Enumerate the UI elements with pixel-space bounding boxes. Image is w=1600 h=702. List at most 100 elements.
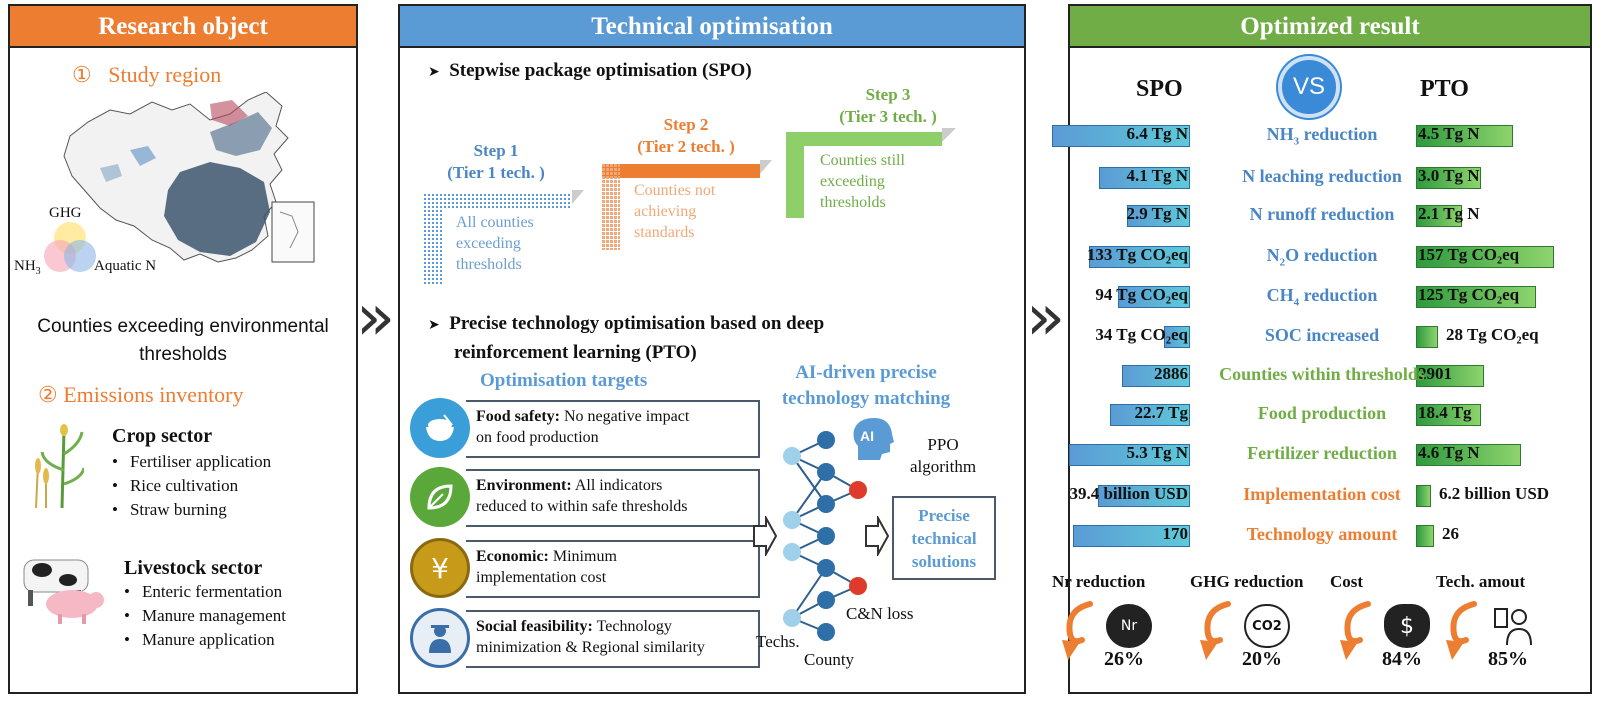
step-number: ① bbox=[72, 62, 92, 87]
target-bold: Economic: bbox=[476, 548, 549, 565]
summary-label: GHG reduction bbox=[1190, 572, 1304, 591]
step3-desc-line: exceeding bbox=[820, 173, 885, 190]
down-arrow-icon bbox=[1446, 601, 1477, 660]
row-label-text: N runoff reduction bbox=[1249, 204, 1395, 224]
row-label-text: SOC increased bbox=[1264, 325, 1380, 345]
pto-bar bbox=[1416, 365, 1484, 387]
arrow-right-icon bbox=[865, 516, 890, 556]
pto-value: 18.4 Tg bbox=[1418, 403, 1472, 422]
pto-value: 157 Tg CO₂eq bbox=[1418, 245, 1520, 264]
pto-value: 28 Tg CO₂eq bbox=[1446, 325, 1539, 344]
summary-label: Cost bbox=[1330, 572, 1364, 591]
pto-bar bbox=[1416, 205, 1462, 227]
target-text: Minimum bbox=[548, 548, 617, 565]
emissions-title: Emissions inventory bbox=[63, 382, 244, 407]
venn-aquatic-label: Aquatic N bbox=[94, 258, 157, 274]
row-label-text: Implementation cost bbox=[1243, 484, 1401, 504]
ppo-line1: PPO bbox=[927, 435, 959, 454]
spo-bar bbox=[1073, 525, 1190, 547]
row-label-text: Fertilizer reduction bbox=[1247, 443, 1397, 463]
spo-value: 2.9 Tg N bbox=[1126, 204, 1188, 223]
emissions-heading: ② Emissions inventory bbox=[38, 382, 244, 408]
livestock-icon bbox=[23, 559, 104, 624]
row-label: Food production bbox=[1196, 403, 1448, 424]
ai-badge: AI bbox=[860, 428, 874, 444]
livestock-item: Enteric fermentation bbox=[124, 580, 286, 604]
pto-bar bbox=[1416, 485, 1431, 507]
spo-bar bbox=[1069, 444, 1190, 466]
pto-bar bbox=[1416, 404, 1481, 426]
spo-value: 4.1 Tg N bbox=[1126, 166, 1188, 185]
target-text: No negative impact bbox=[559, 408, 690, 425]
ai-title-line1: AI-driven precise bbox=[795, 362, 937, 383]
arrow-right-icon bbox=[753, 516, 778, 556]
ppo-label: PPO algorithm bbox=[898, 434, 988, 478]
step1-title: Step 1 bbox=[473, 141, 519, 160]
pto-value: 4.5 Tg N bbox=[1418, 124, 1480, 143]
flow-chevron-2: » bbox=[1026, 281, 1066, 355]
spo-bar bbox=[1127, 205, 1190, 227]
target-text: minimization & Regional similarity bbox=[476, 639, 705, 656]
counties-exceeding-text: Counties exceeding environmental thresho… bbox=[10, 313, 356, 369]
step3-tier: (Tier 3 tech. ) bbox=[839, 107, 937, 126]
pto-bar bbox=[1416, 326, 1438, 348]
step3-desc-line: Counties still bbox=[820, 152, 905, 169]
crop-sector-list: Fertiliser application Rice cultivation … bbox=[112, 450, 271, 522]
research-object-header: Research object bbox=[10, 6, 356, 48]
step3-title: Step 3 bbox=[865, 85, 911, 104]
spo-bar bbox=[1110, 404, 1190, 426]
row-label-sub: 3 bbox=[1293, 135, 1300, 148]
spo-title: Stepwise package optimisation (SPO) bbox=[449, 60, 752, 81]
emissions-number: ② bbox=[38, 382, 58, 407]
venn-diagram bbox=[44, 222, 96, 272]
target-bold: Social feasibility: bbox=[476, 618, 593, 635]
spo-heading: ➤ Stepwise package optimisation (SPO) bbox=[428, 60, 752, 82]
county-label: County bbox=[804, 650, 855, 669]
china-map bbox=[63, 92, 315, 263]
crop-item: Rice cultivation bbox=[112, 474, 271, 498]
spo-value: 22.7 Tg bbox=[1134, 403, 1188, 422]
precise-line2: technical bbox=[911, 529, 977, 548]
farmer-icon bbox=[410, 608, 470, 668]
precise-line1: Precise bbox=[918, 506, 970, 525]
down-arrow-icon bbox=[1062, 601, 1093, 660]
target-text: reduced to within safe thresholds bbox=[476, 498, 688, 515]
summary-value: 85% bbox=[1488, 648, 1528, 670]
step1-desc-line: thresholds bbox=[456, 256, 522, 273]
step2-desc-line: standards bbox=[634, 224, 695, 241]
spo-value: 170 bbox=[1162, 524, 1189, 543]
flow-chevron-1: » bbox=[356, 281, 396, 355]
step1-tier: (Tier 1 tech. ) bbox=[447, 163, 545, 182]
livestock-item: Manure management bbox=[124, 604, 286, 628]
target-text: All indicators bbox=[571, 477, 663, 494]
target-text: implementation cost bbox=[476, 569, 607, 586]
spo-value: 34 Tg CO₂eq bbox=[1095, 325, 1188, 344]
spo-value: 6.4 Tg N bbox=[1126, 124, 1188, 143]
yen-icon: ¥ bbox=[410, 538, 470, 598]
spo-value: 39.4 billion USD bbox=[1069, 484, 1188, 503]
precise-line3: solutions bbox=[911, 552, 977, 571]
summary-value: 84% bbox=[1382, 648, 1422, 670]
pto-value: 125 Tg CO₂eq bbox=[1418, 285, 1520, 304]
arrow-bullet-icon: ➤ bbox=[428, 64, 440, 80]
spo-bar bbox=[1089, 246, 1190, 268]
counties-line2: thresholds bbox=[139, 344, 227, 365]
pto-value: 3.0 Tg N bbox=[1418, 166, 1480, 185]
row-label-sub: 2 bbox=[1279, 256, 1286, 269]
row-label: N leaching reduction bbox=[1196, 166, 1448, 187]
spo-bar bbox=[1099, 167, 1190, 189]
step1-bracket bbox=[424, 190, 584, 286]
summary-value: 20% bbox=[1242, 648, 1282, 670]
pto-value: 26 bbox=[1442, 524, 1459, 543]
spo-value: 2886 bbox=[1154, 364, 1188, 383]
summary-label: Nr reduction bbox=[1052, 572, 1146, 591]
row-label: Technology amount bbox=[1196, 524, 1448, 545]
row-label: NH3 reduction bbox=[1196, 124, 1448, 148]
row-label: N runoff reduction bbox=[1196, 204, 1448, 225]
target-bold: Food safety: bbox=[476, 408, 560, 425]
spo-bar bbox=[1052, 125, 1190, 147]
row-label: Fertilizer reduction bbox=[1196, 443, 1448, 464]
pto-value: 2901 bbox=[1418, 364, 1452, 383]
